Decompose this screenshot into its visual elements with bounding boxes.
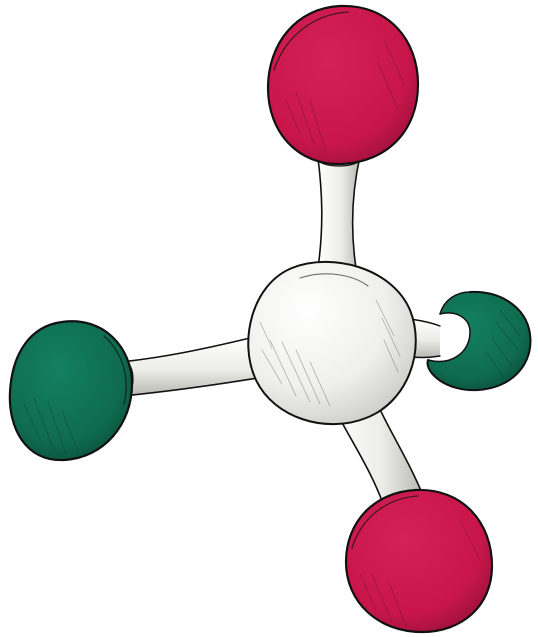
atom-top-red (266, 4, 420, 166)
bond-left (114, 337, 259, 398)
atom-left-green (8, 320, 134, 462)
atom-center (247, 260, 417, 426)
atom-right-green (426, 290, 532, 392)
atom-bottom-red (344, 488, 494, 634)
bond-top (316, 149, 362, 269)
